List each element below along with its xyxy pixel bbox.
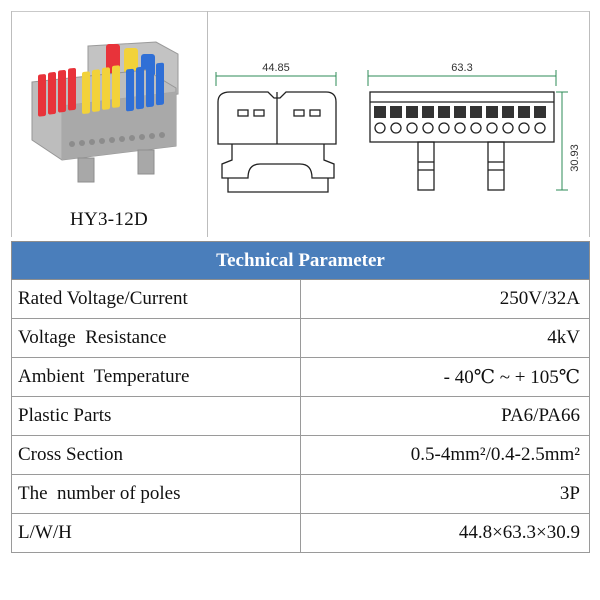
- row-label: The number of poles: [11, 474, 301, 514]
- table-gap: [11, 239, 590, 241]
- height-dimension-label: 30.93: [569, 144, 581, 172]
- panel-divider: [207, 11, 208, 237]
- blue-levers: [126, 62, 164, 112]
- table-row: L/W/H 44.8×63.3×30.9: [11, 513, 590, 553]
- width-dimension-label: 44.85: [262, 62, 290, 74]
- product-image: [31, 41, 179, 183]
- row-value: 0.5-4mm²/0.4-2.5mm²: [300, 435, 590, 475]
- table-row: Rated Voltage/Current 250V/32A: [11, 279, 590, 319]
- row-label: Cross Section: [11, 435, 301, 475]
- row-value: 250V/32A: [300, 279, 590, 319]
- row-label: Plastic Parts: [11, 396, 301, 436]
- row-value: PA6/PA66: [300, 396, 590, 436]
- row-label: L/W/H: [11, 513, 301, 553]
- length-dimension-label: 63.3: [451, 62, 472, 74]
- product-model: HY3-12D: [69, 209, 149, 230]
- table-row: Plastic Parts PA6/PA66: [11, 396, 590, 436]
- row-value: 3P: [300, 474, 590, 514]
- table-row: Ambient Temperature - 40℃ ~ + 105℃: [11, 357, 590, 397]
- product-header-panel: [11, 11, 590, 238]
- front-view: [367, 70, 568, 191]
- row-value: 44.8×63.3×30.9: [300, 513, 590, 553]
- yellow-levers: [82, 65, 120, 114]
- table-row: The number of poles 3P: [11, 474, 590, 514]
- panel-border-right: [589, 11, 590, 237]
- table-row: Voltage Resistance 4kV: [11, 318, 590, 358]
- row-value: - 40℃ ~ + 105℃: [300, 357, 590, 397]
- table-title: Technical Parameter: [11, 241, 590, 280]
- row-value: 4kV: [300, 318, 590, 358]
- side-view: [215, 72, 337, 193]
- red-levers: [38, 67, 76, 117]
- row-label: Voltage Resistance: [11, 318, 301, 358]
- technical-parameter-table: Technical Parameter Rated Voltage/Curren…: [11, 241, 590, 553]
- dimension-drawing: 44.85 63.3 30.93: [215, 62, 581, 193]
- row-label: Ambient Temperature: [11, 357, 301, 397]
- panel-border-left: [11, 11, 12, 237]
- table-row: Cross Section 0.5-4mm²/0.4-2.5mm²: [11, 435, 590, 475]
- row-label: Rated Voltage/Current: [11, 279, 301, 319]
